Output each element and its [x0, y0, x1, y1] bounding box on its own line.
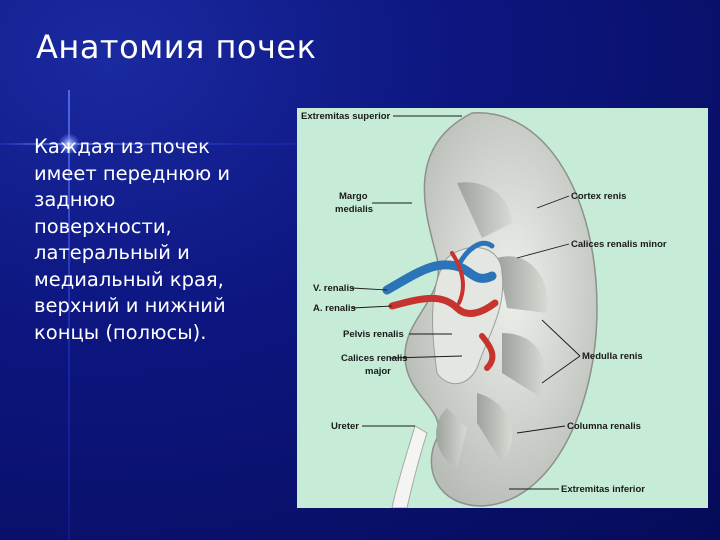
decor-vertical-line — [68, 90, 70, 540]
label-margo-medialis-2: medialis — [335, 204, 373, 215]
slide-body-text: Каждая из почек имеет переднюю и заднюю … — [34, 134, 289, 346]
body-line: медиальный края, — [34, 267, 224, 291]
label-a-renalis: A. renalis — [313, 303, 356, 314]
body-line: имеет переднюю и — [34, 161, 230, 185]
medulla-pyramid — [502, 333, 546, 398]
medulla-pyramid — [477, 393, 513, 463]
renal-artery — [388, 294, 499, 317]
medulla-pyramid — [436, 408, 467, 468]
label-cortex-renis: Cortex renis — [571, 191, 626, 202]
body-line: поверхности, — [34, 214, 172, 238]
label-pelvis-renalis: Pelvis renalis — [343, 329, 404, 340]
label-medulla-renis: Medulla renis — [582, 351, 643, 362]
label-calices-renalis-major: Calices renalis — [341, 353, 408, 364]
body-line: латеральный и — [34, 241, 190, 264]
kidney-diagram: Extremitas superior Margo medialis Corte… — [301, 111, 667, 508]
label-extremitas-inferior: Extremitas inferior — [561, 484, 645, 495]
body-line: заднюю — [34, 188, 116, 211]
slide-title: Анатомия почек — [36, 28, 317, 66]
kidney-anatomy-figure: Extremitas superior Margo medialis Corte… — [297, 108, 708, 508]
label-calices-renalis-minor: Calices renalis minor — [571, 239, 667, 250]
label-v-renalis: V. renalis — [313, 283, 354, 294]
decor-glow-point — [58, 133, 80, 155]
body-line: верхний и нижний — [34, 294, 226, 317]
leader-lines — [351, 115, 581, 490]
kidney-outline — [404, 112, 598, 507]
label-columna-renalis: Columna renalis — [567, 421, 641, 432]
label-margo-medialis: Margo — [339, 191, 368, 202]
ureter — [391, 425, 428, 508]
renal-artery-branch — [479, 333, 496, 371]
renal-artery-branch — [450, 251, 465, 305]
body-line: концы (полюсы). — [34, 320, 207, 344]
decor-horizontal-line — [0, 143, 300, 145]
label-ureter: Ureter — [331, 421, 359, 432]
body-line: Каждая из почек — [34, 135, 210, 158]
label-extremitas-superior: Extremitas superior — [301, 111, 391, 122]
medulla-pyramid — [457, 182, 512, 238]
medulla-pyramid — [497, 256, 548, 313]
label-calices-renalis-major-2: major — [365, 366, 391, 377]
